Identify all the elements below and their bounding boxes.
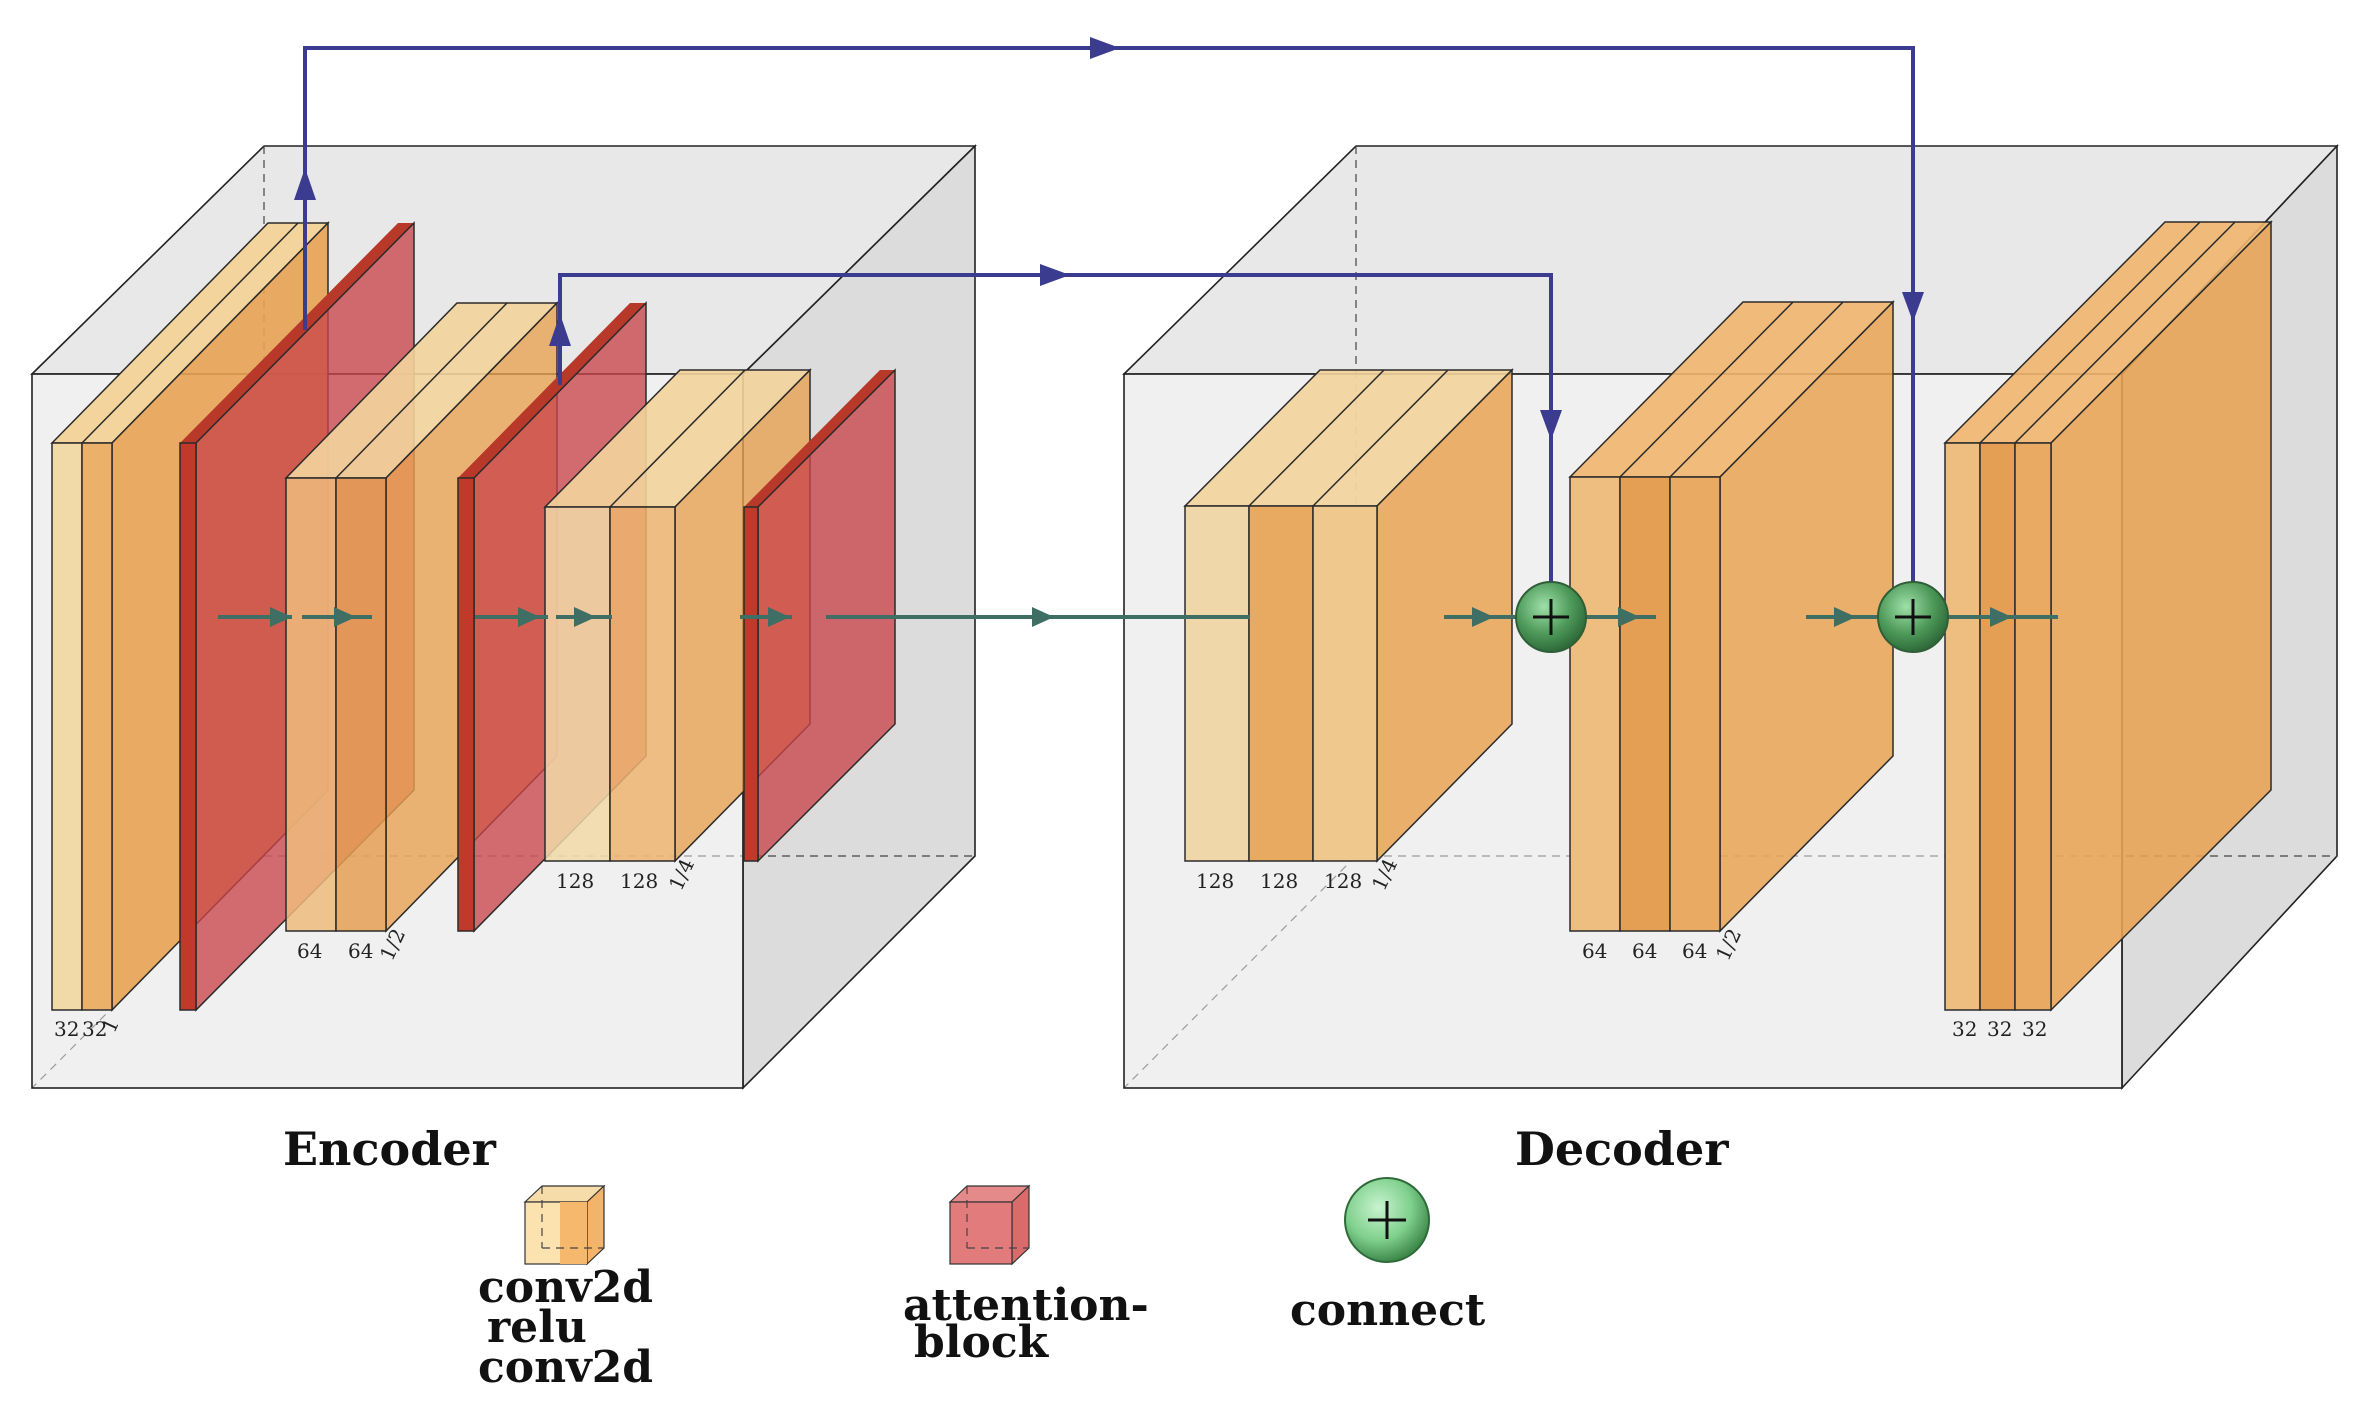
legend: conv2d relu conv2d attention- block conn… — [478, 1177, 1486, 1393]
size-label: 64 — [1632, 939, 1657, 963]
arrow-down-icon — [1902, 292, 1924, 322]
plus-circle-icon — [1368, 1201, 1406, 1239]
size-label: 32 — [54, 1017, 79, 1041]
size-label: 128 — [620, 869, 658, 893]
arrow-right-icon — [1472, 607, 1494, 627]
conv-legend-line: conv2d — [478, 1262, 653, 1313]
plus-circle-icon — [1895, 599, 1931, 635]
arrow-right-icon — [334, 607, 356, 627]
attention-legend-icon — [948, 1184, 1031, 1266]
size-label: 128 — [1260, 869, 1298, 893]
size-label: 64 — [297, 939, 322, 963]
connect-node-2 — [1877, 581, 1949, 653]
arrow-right-icon — [1090, 37, 1120, 59]
conv-legend-line: relu — [487, 1302, 587, 1353]
encoder-title: Encoder — [283, 1122, 497, 1176]
decoder-title: Decoder — [1515, 1122, 1729, 1176]
plus-circle-icon — [1533, 599, 1569, 635]
arrow-right-icon — [574, 607, 596, 627]
arrow-right-icon — [1032, 607, 1054, 627]
size-label: 128 — [556, 869, 594, 893]
size-label: 32 — [82, 1017, 107, 1041]
dec-block-3 — [1943, 220, 2273, 1012]
arrow-down-icon — [1540, 410, 1562, 440]
size-label: 128 — [1196, 869, 1234, 893]
arrow-right-icon — [270, 607, 292, 627]
attention-legend-line: attention- — [903, 1280, 1149, 1331]
connect-legend-icon — [1344, 1177, 1430, 1263]
flow-arrows — [218, 607, 2058, 627]
connect-legend-line: connect — [1290, 1285, 1486, 1336]
arrow-up-icon — [294, 168, 316, 200]
size-label: 64 — [1682, 939, 1707, 963]
arrow-up-icon — [549, 314, 571, 346]
size-label: 64 — [1582, 939, 1607, 963]
arrow-right-icon — [518, 607, 540, 627]
arrow-right-icon — [1990, 607, 2012, 627]
arrow-right-icon — [1618, 607, 1640, 627]
arrow-right-icon — [1040, 264, 1070, 286]
size-label: 32 — [1987, 1017, 2012, 1041]
connect-node-1 — [1515, 581, 1587, 653]
size-label: 128 — [1324, 869, 1362, 893]
conv-legend-icon — [523, 1184, 606, 1266]
conv-legend-line: conv2d — [478, 1342, 653, 1393]
size-label: 32 — [2022, 1017, 2047, 1041]
arrow-right-icon — [768, 607, 790, 627]
size-label: 64 — [348, 939, 373, 963]
skip-connections — [294, 37, 1924, 583]
attention-legend-line: block — [914, 1317, 1050, 1368]
size-label: 32 — [1952, 1017, 1977, 1041]
arrow-right-icon — [1834, 607, 1856, 627]
